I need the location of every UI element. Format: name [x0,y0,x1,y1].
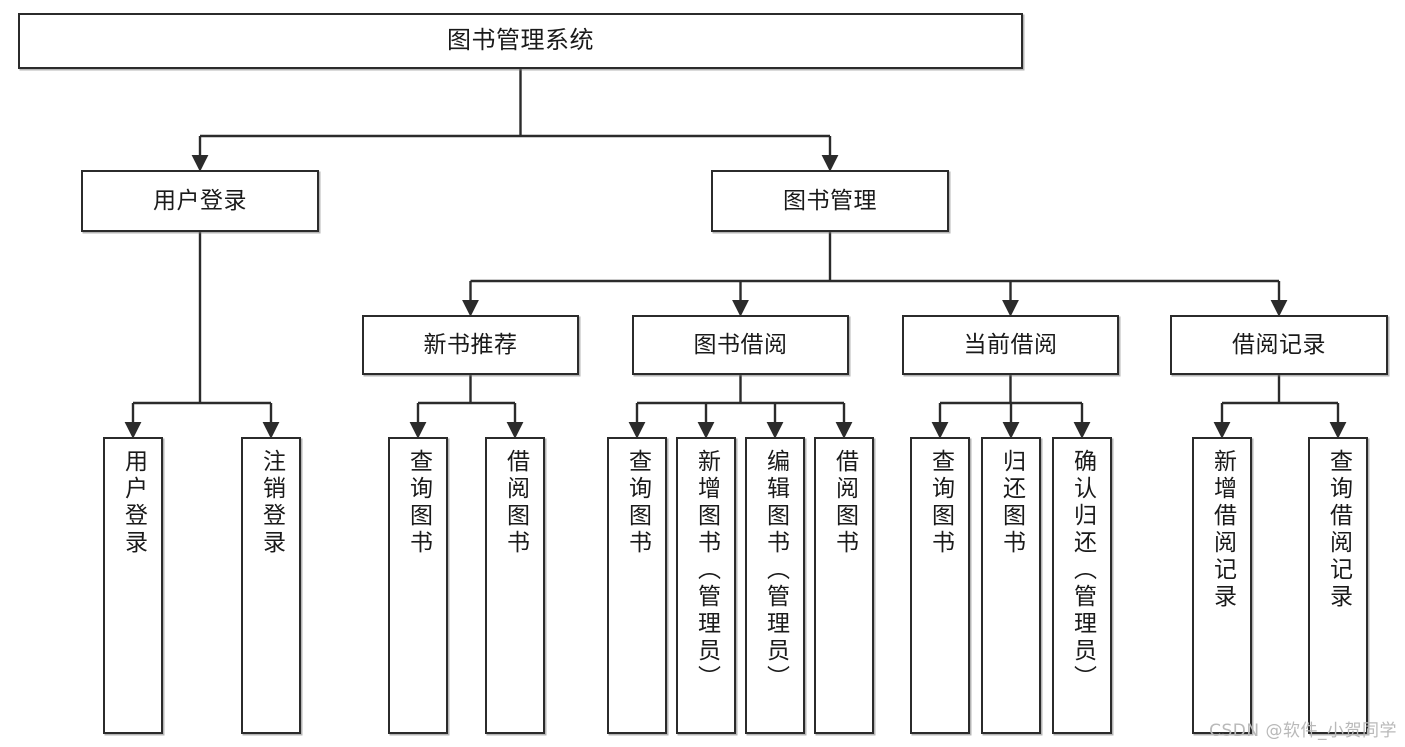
node-leaf-cb-return-book[interactable]: 归还图书 [981,437,1041,734]
node-label: 注销登录 [258,449,285,557]
node-label: 图书管理系统 [447,26,594,55]
node-leaf-rec-query-book[interactable]: 查询图书 [388,437,448,734]
node-leaf-cb-confirm-return[interactable]: 确认归还（管理员） [1052,437,1112,734]
node-leaf-cb-query-book[interactable]: 查询图书 [910,437,970,734]
node-label: 查询图书 [624,449,651,557]
node-borrow-record[interactable]: 借阅记录 [1170,315,1388,375]
node-label: 用户登录 [153,187,247,214]
node-label: 用户登录 [120,449,147,557]
node-label: 图书借阅 [693,331,788,358]
node-leaf-rec-borrow-book[interactable]: 借阅图书 [485,437,545,734]
node-user-login[interactable]: 用户登录 [81,170,319,232]
node-label: 借阅图书 [502,449,529,557]
node-label: 查询图书 [405,449,432,557]
node-leaf-br-query-record[interactable]: 查询借阅记录 [1308,437,1368,734]
node-root[interactable]: 图书管理系统 [18,13,1023,69]
node-label: 归还图书 [998,449,1025,557]
node-book-manage[interactable]: 图书管理 [711,170,949,232]
node-leaf-user-login[interactable]: 用户登录 [103,437,163,734]
node-label: 图书管理 [783,187,877,214]
node-label: 查询图书 [927,449,954,557]
node-current-borrow[interactable]: 当前借阅 [902,315,1119,375]
node-label: 借阅记录 [1232,331,1326,358]
node-leaf-bb-add-book[interactable]: 新增图书（管理员） [676,437,736,734]
node-label: 当前借阅 [963,331,1058,358]
node-label: 确认归还（管理员） [1069,449,1096,692]
node-leaf-br-add-record[interactable]: 新增借阅记录 [1192,437,1252,734]
csdn-watermark: CSDN @软件_小贺同学 [1209,721,1397,741]
node-leaf-bb-edit-book[interactable]: 编辑图书（管理员） [745,437,805,734]
node-leaf-logout[interactable]: 注销登录 [241,437,301,734]
node-leaf-bb-query-book[interactable]: 查询图书 [607,437,667,734]
node-book-borrow[interactable]: 图书借阅 [632,315,849,375]
node-new-book-rec[interactable]: 新书推荐 [362,315,579,375]
node-leaf-bb-borrow-book[interactable]: 借阅图书 [814,437,874,734]
node-label: 编辑图书（管理员） [762,449,789,692]
node-label: 新增借阅记录 [1209,449,1236,611]
node-label: 新增图书（管理员） [693,449,720,692]
node-label: 查询借阅记录 [1325,449,1352,611]
node-label: 新书推荐 [423,331,518,358]
node-label: 借阅图书 [831,449,858,557]
